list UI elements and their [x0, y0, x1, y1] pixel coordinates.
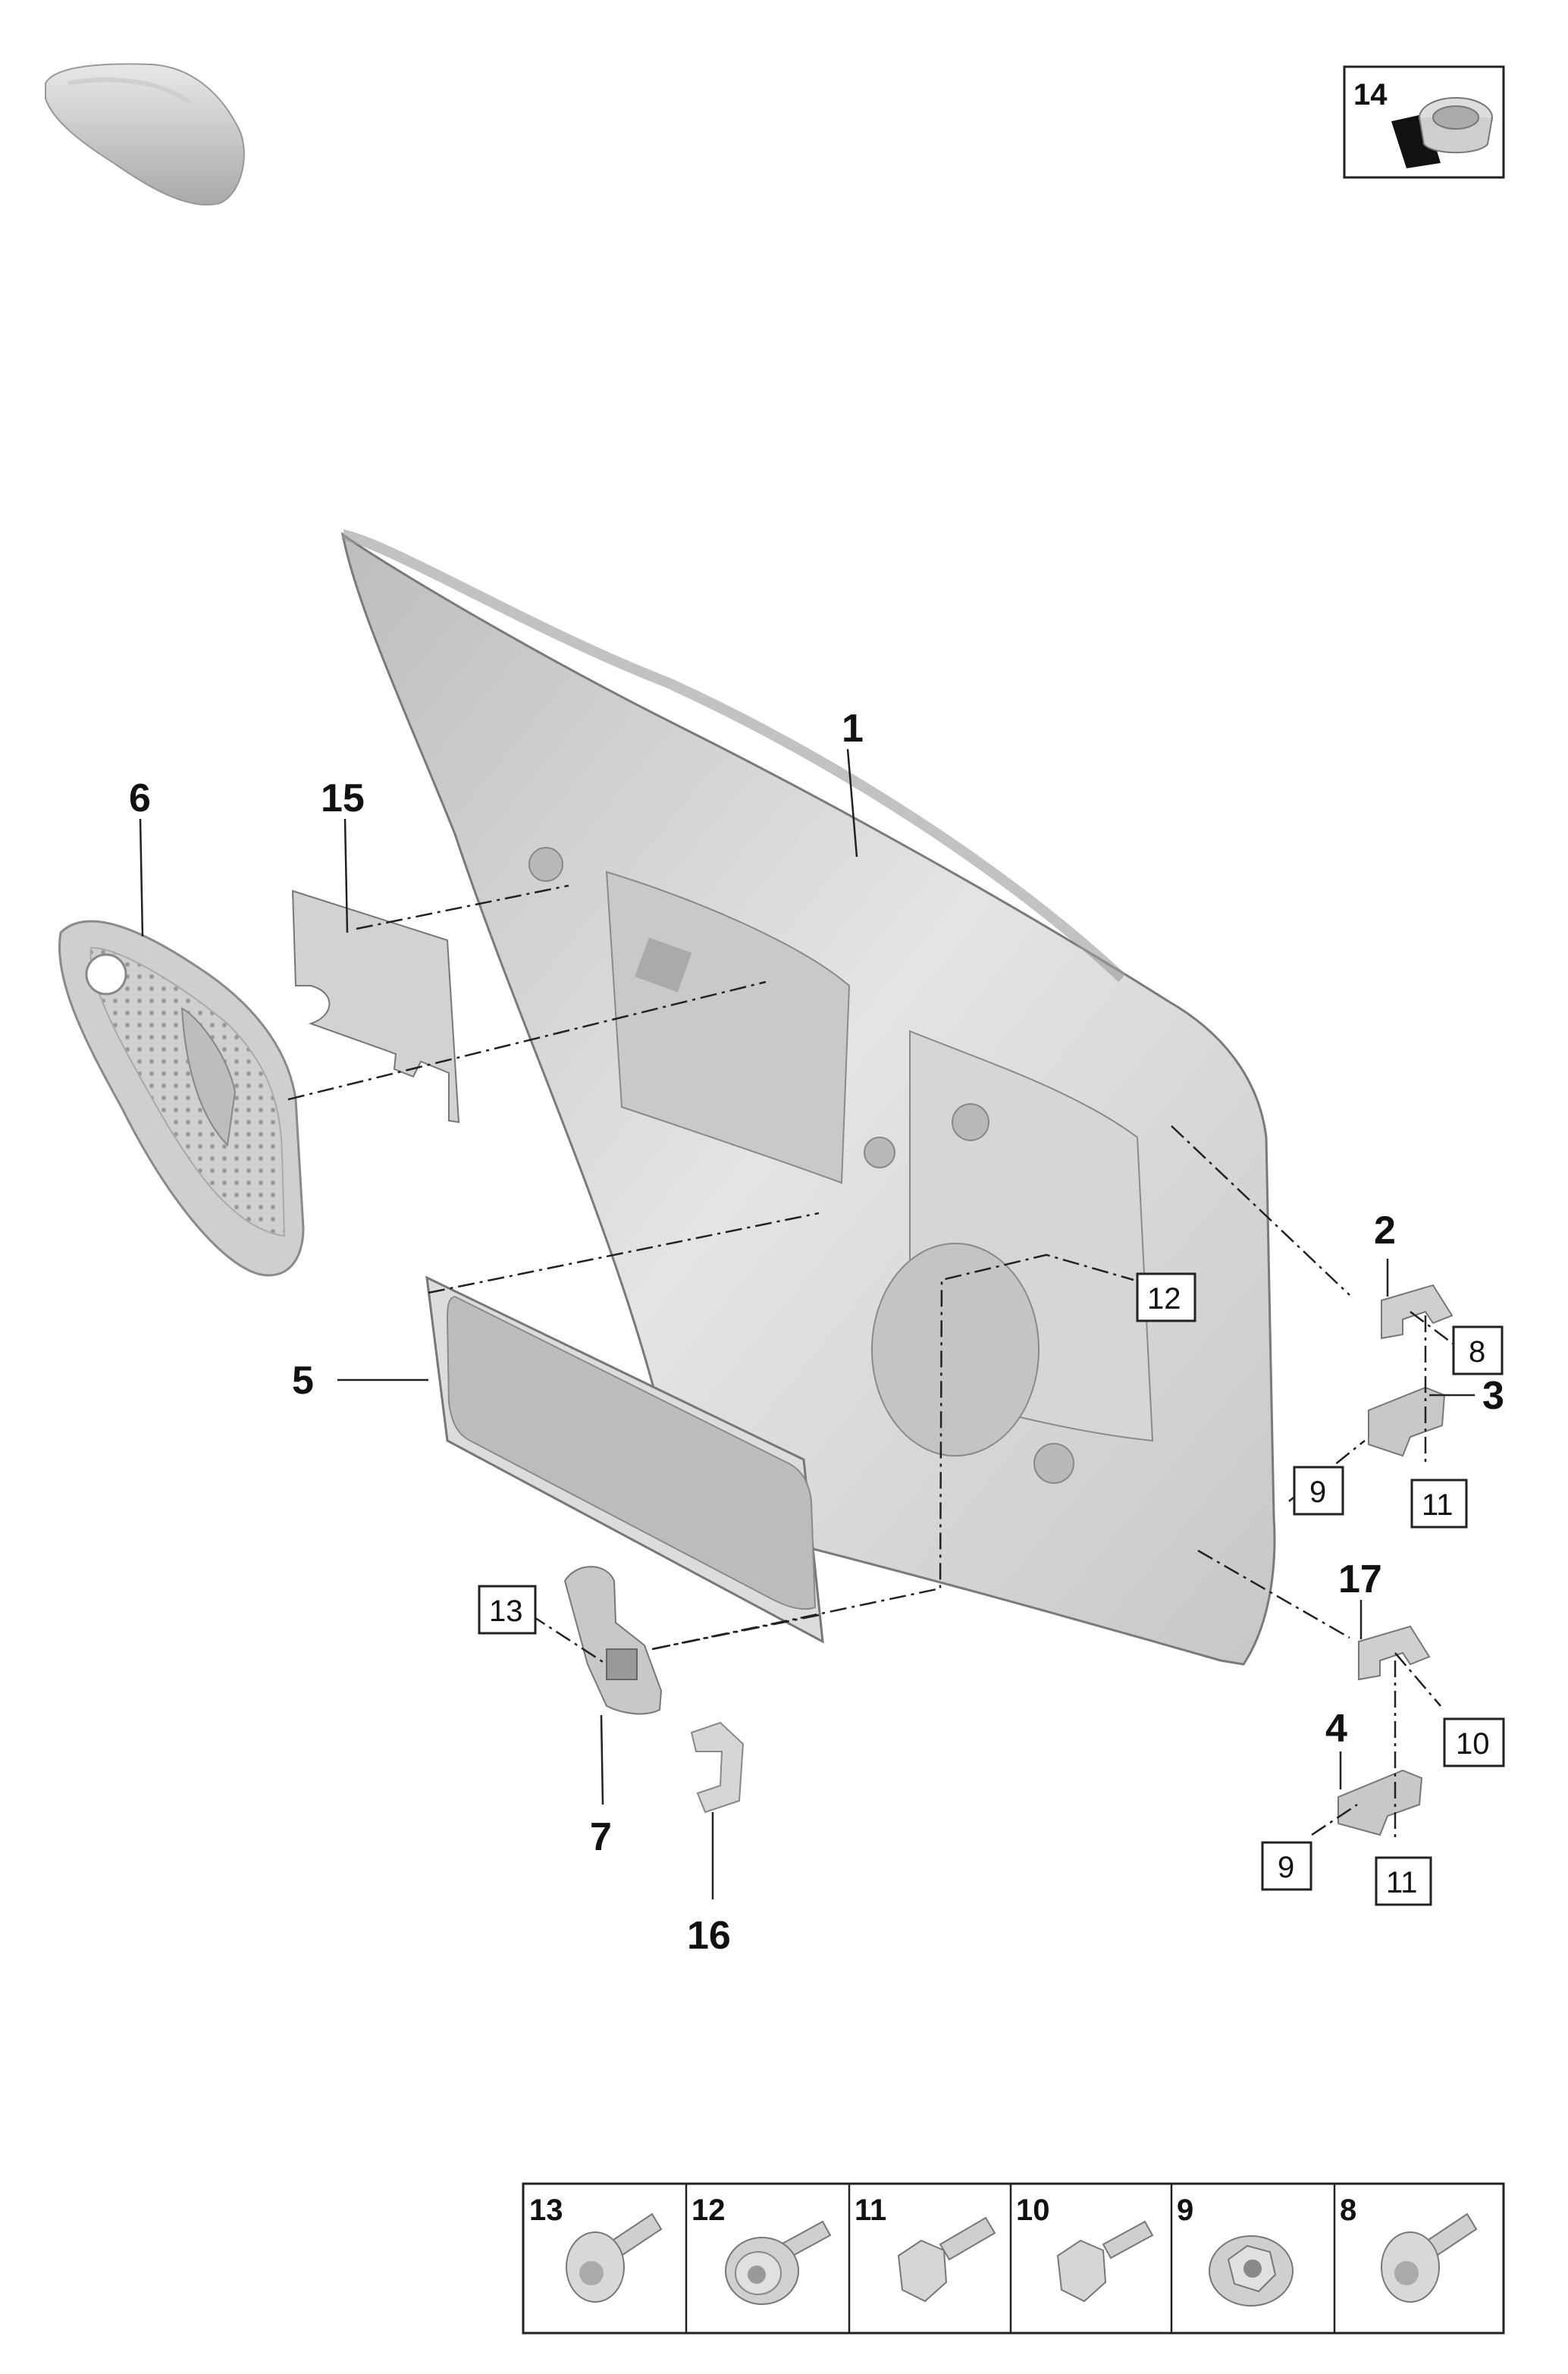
- clip-part-16: [690, 1721, 745, 1814]
- callout-2: 2: [1374, 1209, 1396, 1253]
- callout-5: 5: [292, 1359, 314, 1403]
- callout-16: 16: [687, 1914, 731, 1958]
- callout-15: 15: [321, 776, 365, 820]
- door-membrane-part-6: [58, 920, 305, 1277]
- inset-number: 14: [1353, 78, 1388, 111]
- svg-text:8: 8: [1469, 1335, 1485, 1369]
- legend-number-9: 9: [1177, 2194, 1193, 2227]
- boxed-ref-12: 12: [1136, 1272, 1196, 1322]
- boxed-ref-13: 13: [478, 1585, 537, 1635]
- svg-text:11: 11: [1422, 1488, 1454, 1522]
- torx-bolt-icon: [566, 2212, 663, 2303]
- grommet-tape-icon: [1391, 97, 1493, 168]
- svg-text:9: 9: [1278, 1851, 1294, 1884]
- legend-number-11: 11: [855, 2194, 886, 2227]
- torx-flange-bolt-icon: [725, 2220, 832, 2305]
- svg-text:9: 9: [1309, 1476, 1326, 1509]
- fastener-legend: 13 12 11 10 9 8: [522, 2182, 1505, 2335]
- boxed-ref-11-upper: 11: [1410, 1479, 1468, 1529]
- boxed-ref-8: 8: [1452, 1325, 1504, 1375]
- vehicle-silhouette-icon: [45, 63, 245, 206]
- torx-bolt-icon: [1381, 2212, 1478, 2303]
- boxed-ref-11-lower: 11: [1375, 1856, 1432, 1906]
- boxed-ref-9-upper: 9: [1293, 1466, 1344, 1516]
- callout-3: 3: [1482, 1374, 1504, 1418]
- callout-4: 4: [1325, 1707, 1347, 1751]
- legend-number-10: 10: [1016, 2194, 1050, 2227]
- callout-1: 1: [842, 707, 864, 751]
- inset-part-14: 14: [1343, 65, 1505, 179]
- door-inner-panel: [340, 529, 1276, 1666]
- acoustic-panel-part-5: [425, 1275, 824, 1644]
- hinge-part-3: [1368, 1386, 1446, 1457]
- hex-flange-bolt-icon: [897, 2216, 996, 2303]
- bracket-part-7: [563, 1566, 663, 1715]
- svg-text:12: 12: [1147, 1282, 1181, 1316]
- hinge-bracket-part-2: [1381, 1284, 1454, 1340]
- insulation-sheet-part-15: [291, 889, 460, 1124]
- legend-number-13: 13: [529, 2194, 563, 2227]
- svg-text:10: 10: [1456, 1727, 1490, 1761]
- leader-lines: [139, 748, 1475, 1899]
- callout-7: 7: [590, 1815, 612, 1859]
- hex-flange-bolt-icon: [1056, 2220, 1154, 2303]
- legend-number-12: 12: [691, 2194, 726, 2227]
- hinge-bracket-part-17: [1358, 1625, 1431, 1681]
- callout-6: 6: [129, 776, 151, 820]
- legend-number-8: 8: [1340, 2194, 1356, 2227]
- svg-text:13: 13: [489, 1595, 523, 1628]
- svg-text:11: 11: [1386, 1866, 1418, 1899]
- callout-17: 17: [1338, 1557, 1382, 1601]
- boxed-ref-10: 10: [1443, 1717, 1505, 1767]
- boxed-ref-9-lower: 9: [1261, 1841, 1312, 1891]
- hinge-part-4: [1338, 1769, 1423, 1836]
- hex-flange-nut-icon: [1209, 2235, 1294, 2307]
